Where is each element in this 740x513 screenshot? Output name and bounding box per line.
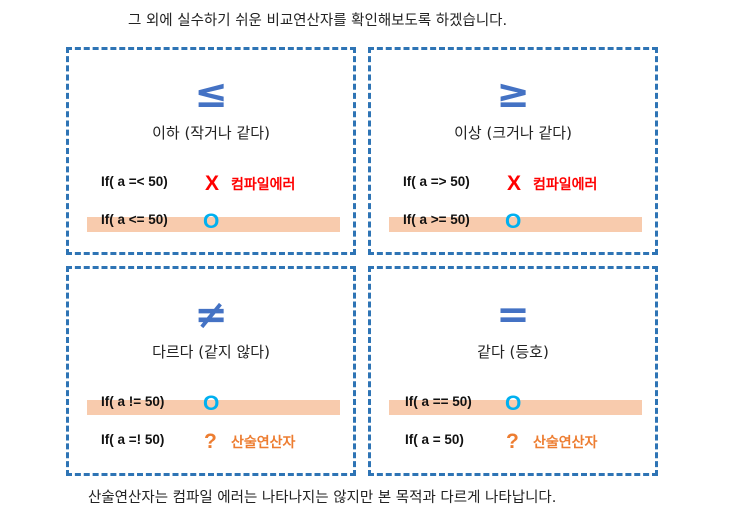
question-mark: ? [506, 430, 519, 453]
not-equal-symbol: ≠ [194, 292, 228, 338]
valid-code-line: If( a != 50) [101, 394, 165, 409]
valid-code-line: If( a == 50) [405, 394, 472, 409]
ok-mark: O [505, 392, 522, 415]
top-caption: 그 외에 실수하기 쉬운 비교연산자를 확인해보도록 하겠습니다. [128, 13, 508, 29]
compile-error-note: 컴파일에러 [533, 177, 598, 193]
question-mark: ? [204, 430, 217, 453]
highlight-bar [389, 400, 642, 415]
highlight-bar [389, 217, 642, 232]
panel-not-equal: ≠ 다르다 (같지 않다) If( a != 50) O If( a =! 50… [66, 266, 356, 476]
ok-mark: O [505, 210, 522, 233]
greater-or-equal-symbol: ≥ [496, 71, 530, 117]
greater-or-equal-label: 이상 (크거나 같다) [454, 124, 572, 142]
ok-mark: O [203, 392, 220, 415]
panel-greater-or-equal: ≥ 이상 (크거나 같다) If( a => 50) X 컴파일에러 If( a… [368, 47, 658, 255]
less-or-equal-label: 이하 (작거나 같다) [152, 124, 270, 142]
highlight-bar [87, 217, 340, 232]
valid-code-line: If( a >= 50) [403, 212, 470, 227]
bottom-caption: 산술연산자는 컴파일 에러는 나타나지는 않지만 본 목적과 다르게 나타납니다… [88, 490, 557, 506]
invalid-code-line: If( a => 50) [403, 174, 470, 189]
panel-less-or-equal: ≤ 이하 (작거나 같다) If( a =< 50) X 컴파일에러 If( a… [66, 47, 356, 255]
arithmetic-operator-note: 산술연산자 [533, 435, 598, 451]
valid-code-line: If( a <= 50) [101, 212, 168, 227]
arithmetic-operator-note: 산술연산자 [231, 435, 296, 451]
ok-mark: O [203, 210, 220, 233]
arithmetic-code-line: If( a = 50) [405, 432, 464, 447]
compile-error-note: 컴파일에러 [231, 177, 296, 193]
error-mark: X [205, 172, 220, 195]
panel-equal: = 같다 (등호) If( a == 50) O If( a = 50) ? 산… [368, 266, 658, 476]
not-equal-label: 다르다 (같지 않다) [152, 343, 270, 361]
equal-symbol: = [496, 292, 530, 338]
equal-label: 같다 (등호) [477, 343, 549, 361]
less-or-equal-symbol: ≤ [194, 71, 228, 117]
invalid-code-line: If( a =< 50) [101, 174, 168, 189]
error-mark: X [507, 172, 522, 195]
arithmetic-code-line: If( a =! 50) [101, 432, 165, 447]
highlight-bar [87, 400, 340, 415]
